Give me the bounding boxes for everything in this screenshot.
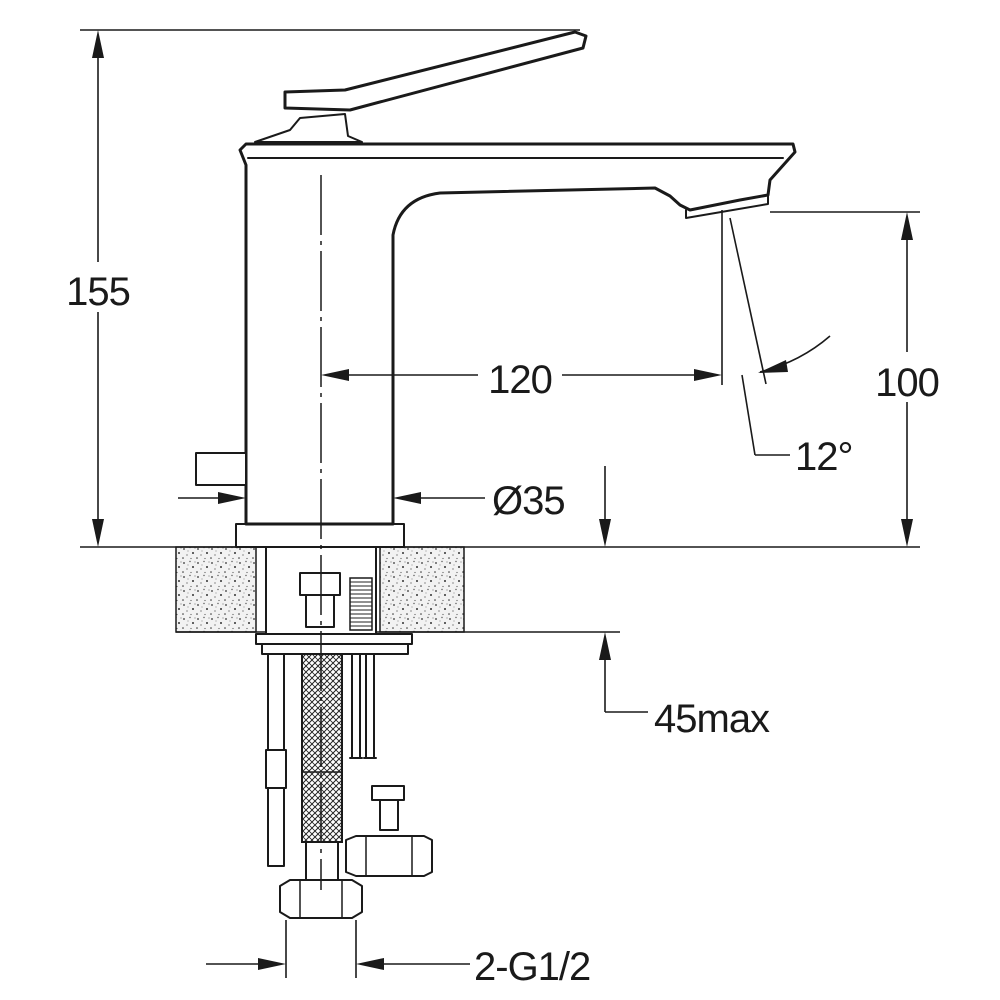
mounting-assembly <box>255 546 433 919</box>
dimension-spout-reach: 120 <box>321 210 723 402</box>
dimension-120-label: 120 <box>488 358 552 402</box>
dimension-connections: 2-G1/2 <box>206 920 591 989</box>
dimension-100-label: 100 <box>875 361 939 405</box>
countertop <box>80 546 920 633</box>
faucet-body <box>195 142 797 548</box>
dimension-diameter-label: Ø35 <box>492 479 565 523</box>
dimension-155-label: 155 <box>66 270 130 314</box>
dimension-total-height: 155 <box>60 29 580 547</box>
lever-handle <box>254 30 588 143</box>
dimension-counter-thickness: 45max <box>599 466 771 741</box>
dimension-spout-height: 100 <box>770 211 946 547</box>
dimension-45max-label: 45max <box>654 697 770 741</box>
dimension-spray-angle: 12° <box>729 217 854 479</box>
dimension-12deg-label: 12° <box>795 435 853 479</box>
dimension-connections-label: 2-G1/2 <box>474 945 590 989</box>
dimension-body-diameter: Ø35 <box>178 479 566 524</box>
